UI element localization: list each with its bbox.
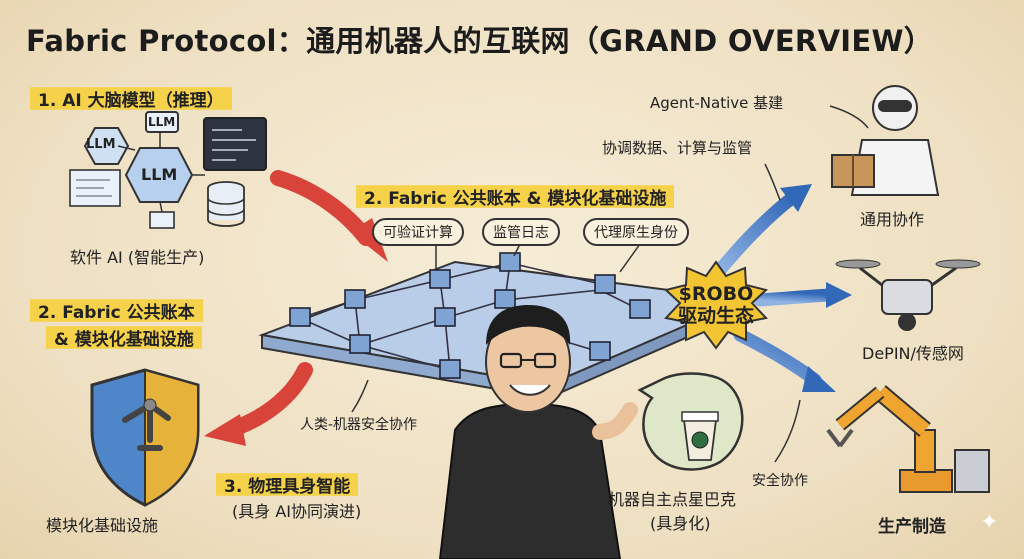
blue-arrow-right (753, 282, 852, 308)
section3-title: 3. 物理具身智能 (216, 470, 359, 499)
depin-label: DePIN/传感网 (862, 344, 964, 363)
ledger-title: 2. Fabric 公共账本 & 模块化基础设施 (356, 182, 675, 211)
section3-subtitle: (具身 AI协同演进) (232, 502, 362, 521)
blue-arrow-up (713, 184, 812, 277)
red-arrow-bottom (204, 362, 313, 446)
robo-burst-icon (663, 260, 769, 350)
safety-collab-label: 安全协作 (752, 473, 808, 489)
starbucks-label-line2: (具身化) (650, 514, 711, 533)
general-collab-label: 通用协作 (860, 210, 925, 229)
sparkle-icon: ✦ (980, 510, 999, 535)
agent-native-label: Agent-Native 基建 (650, 94, 784, 112)
drone-icon (835, 259, 981, 331)
pill-regulatory-log: 监管日志 (482, 218, 560, 246)
code-window-icon (203, 117, 267, 171)
pill-agent-identity: 代理原生身份 (583, 218, 689, 246)
section2-title-line2: & 模块化基础设施 (46, 323, 202, 352)
robo-subtitle: 驱动生态 (677, 305, 754, 327)
section1-title: 1. AI 大脑模型（推理） (30, 84, 232, 113)
page-title: Fabric Protocol：通用机器人的互联网（GRAND OVERVIEW… (26, 24, 934, 58)
manufacturing-label: 生产制造 (878, 517, 946, 537)
red-arrow-top (270, 170, 388, 262)
coffee-bubble-icon (637, 372, 744, 471)
llm-label-1: LLM (86, 137, 116, 152)
robo-token: $ROBO (678, 283, 754, 305)
coordination-label: 协调数据、计算与监管 (602, 139, 753, 157)
llm-label-2: LLM (148, 115, 176, 129)
person-figure (438, 305, 638, 559)
blue-arrow-down (733, 328, 836, 392)
humanoid-robot-icon (831, 85, 940, 196)
connector-lines (351, 105, 869, 463)
database-icon (207, 181, 245, 227)
section2-title-line1: 2. Fabric 公共账本 (30, 296, 203, 325)
pill-verifiable-compute: 可验证计算 (372, 218, 464, 246)
industrial-arm-icon (826, 385, 990, 493)
llm-label-3: LLM (141, 165, 178, 184)
llm-cluster (69, 111, 205, 229)
starbucks-label-line1: 机器自主点星巴克 (608, 490, 737, 509)
robo-label: $ROBO 驱动生态 (676, 283, 756, 327)
modular-infra-label: 模块化基础设施 (46, 516, 159, 535)
shield-icon (90, 368, 200, 507)
software-ai-label: 软件 AI (智能生产) (70, 248, 205, 267)
human-machine-label: 人类-机器安全协作 (300, 417, 418, 433)
